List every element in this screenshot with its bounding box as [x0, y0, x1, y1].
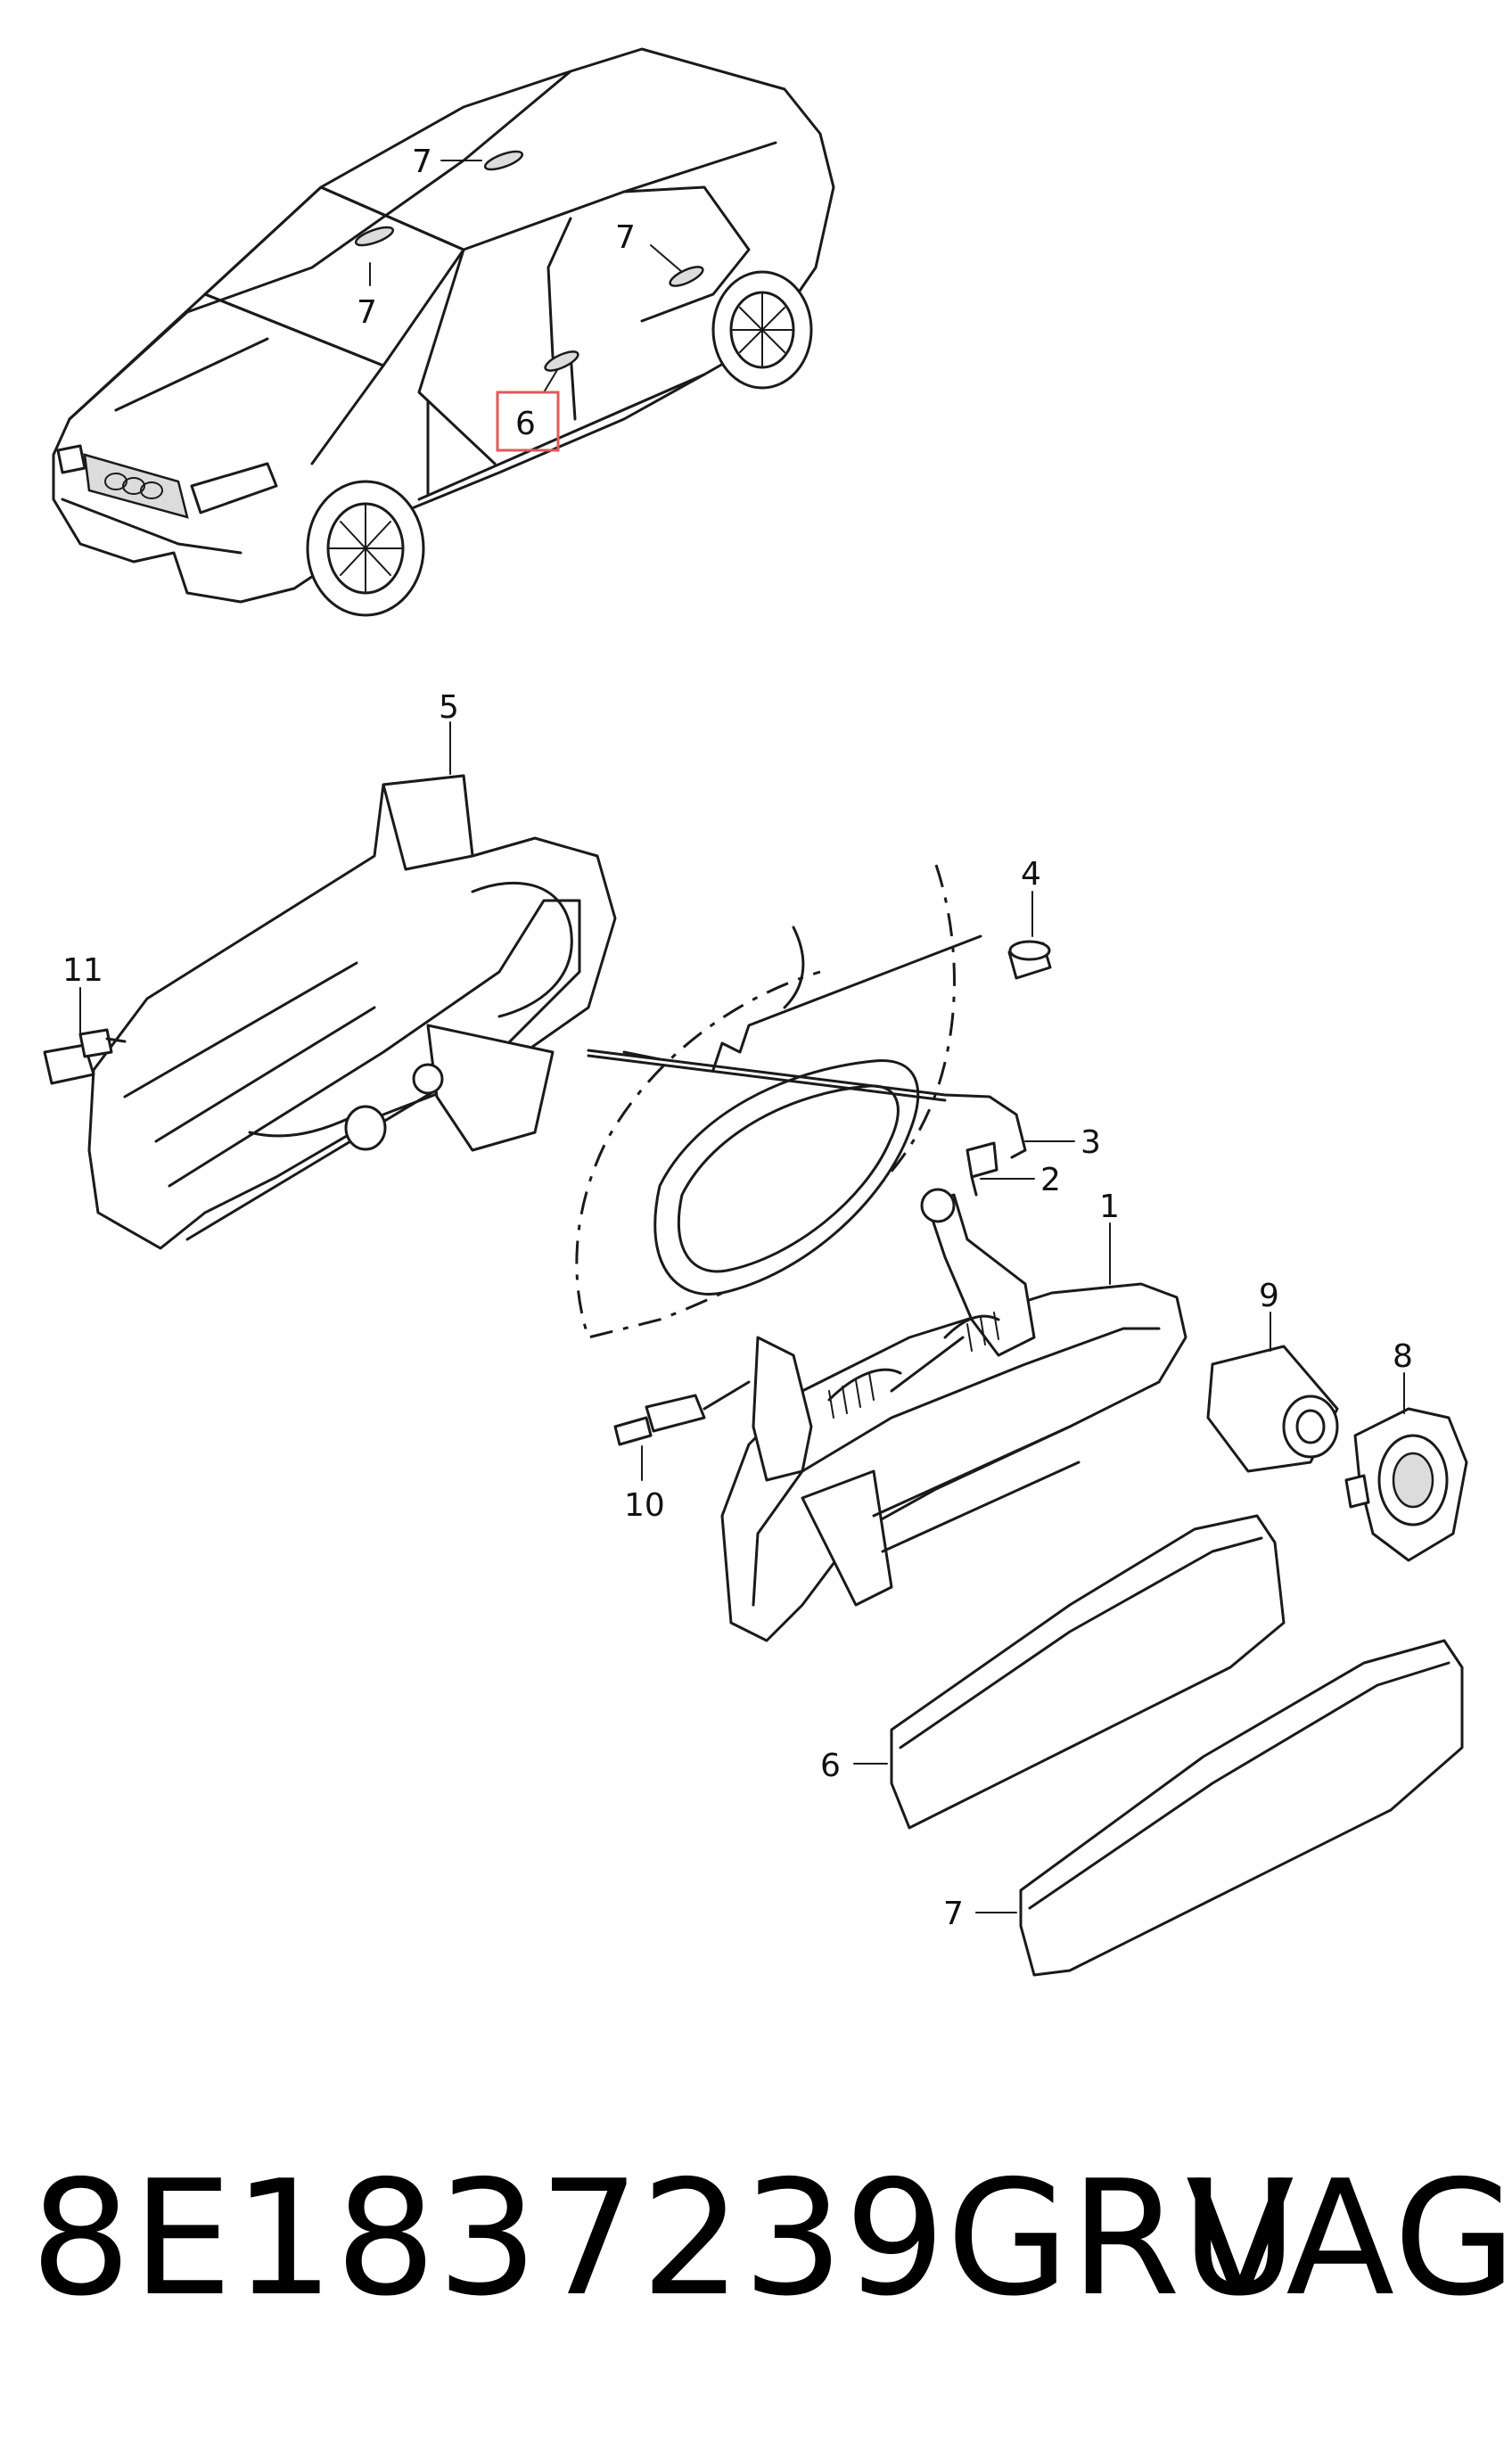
part-3-rod [587, 1049, 1027, 1159]
part-4-grommet [1007, 940, 1052, 980]
part-7-handle-cover [1019, 1639, 1464, 1977]
brand-label: VAG [1186, 2146, 1512, 2331]
car-callout-7-roof: 7 [412, 144, 432, 180]
callout-1: 1 [1099, 1189, 1120, 1225]
car-callout-6-front-door: 6 [515, 406, 536, 442]
part-1-handle-frame [720, 1188, 1187, 1642]
part-6-handle-cover [890, 1514, 1286, 1830]
callout-9: 9 [1259, 1278, 1279, 1314]
exploded-parts [43, 721, 1468, 1977]
part-5-handle-carrier [87, 774, 617, 1250]
part-number: 8E1837239GRU [30, 2146, 1299, 2331]
part-11-connector [43, 1028, 127, 1085]
callout-10: 10 [624, 1487, 665, 1524]
part-2-clip [966, 1141, 998, 1197]
door-panel-outline [575, 864, 982, 1339]
highlight-box [496, 391, 560, 452]
car-illustration [52, 47, 835, 617]
car-callout-7-windshield: 7 [357, 294, 377, 331]
part-10-bolt [613, 1380, 751, 1446]
part-9-lock-cylinder [1206, 1345, 1339, 1473]
callout-11: 11 [62, 952, 103, 989]
callout-4: 4 [1021, 856, 1041, 893]
callout-8: 8 [1393, 1338, 1413, 1375]
part-8-lock-cap [1344, 1407, 1468, 1562]
callout-2: 2 [1040, 1162, 1061, 1198]
callout-5: 5 [439, 689, 459, 726]
callout-7: 7 [943, 1896, 964, 1932]
callout-6: 6 [820, 1748, 841, 1784]
car-callout-7-rear-door: 7 [615, 219, 636, 256]
callout-3: 3 [1081, 1124, 1101, 1161]
